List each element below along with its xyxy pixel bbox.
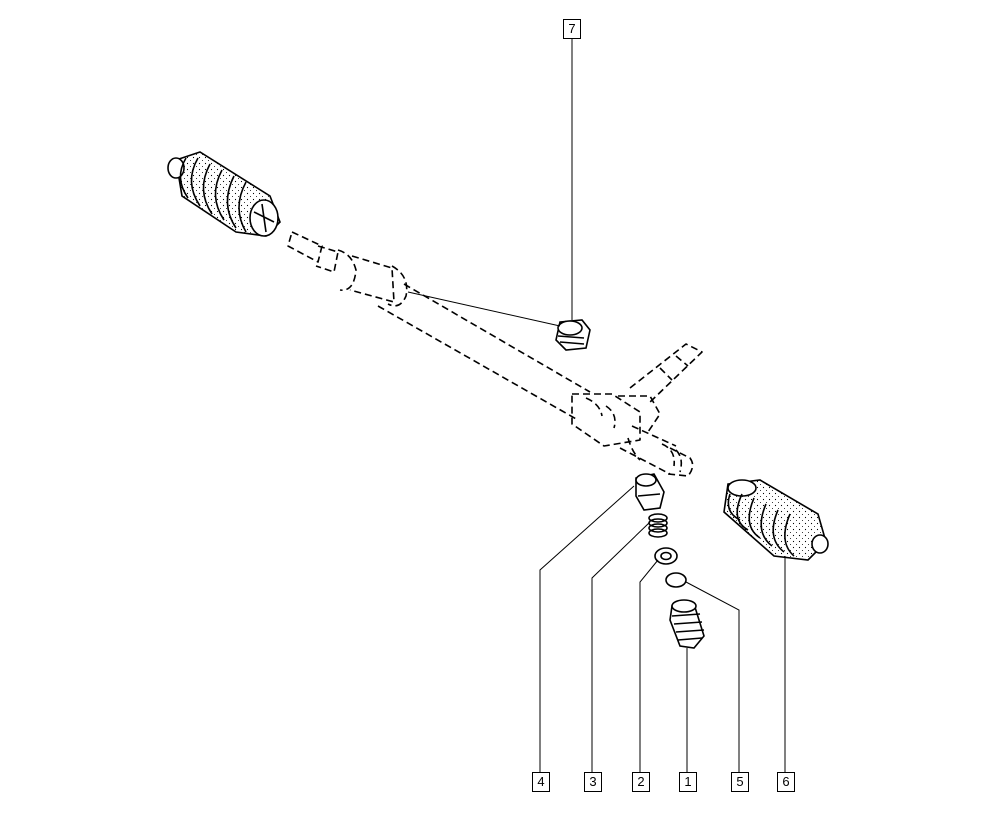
callout-7[interactable]: 7	[563, 19, 581, 39]
leader-lines	[407, 38, 786, 772]
part-4[interactable]	[635, 473, 665, 511]
part-6[interactable]	[723, 479, 829, 561]
leader-line-4	[539, 485, 635, 772]
steering-rack-housing	[287, 231, 703, 477]
leader-line-5	[685, 581, 740, 772]
part-3[interactable]	[648, 513, 668, 538]
callout-5[interactable]: 5	[731, 772, 749, 792]
callout-6[interactable]: 6	[777, 772, 795, 792]
callout-2[interactable]: 2	[632, 772, 650, 792]
part-7[interactable]	[555, 319, 591, 351]
callout-3[interactable]: 3	[584, 772, 602, 792]
leader-line-2	[639, 559, 659, 772]
left-gaiter	[167, 151, 281, 237]
callout-1[interactable]: 1	[679, 772, 697, 792]
part-1[interactable]	[669, 599, 705, 649]
part-5[interactable]	[665, 572, 687, 588]
leader-line-7-axis	[407, 291, 561, 327]
part-2[interactable]	[654, 547, 678, 565]
leader-line-3	[591, 521, 651, 772]
callout-4[interactable]: 4	[532, 772, 550, 792]
